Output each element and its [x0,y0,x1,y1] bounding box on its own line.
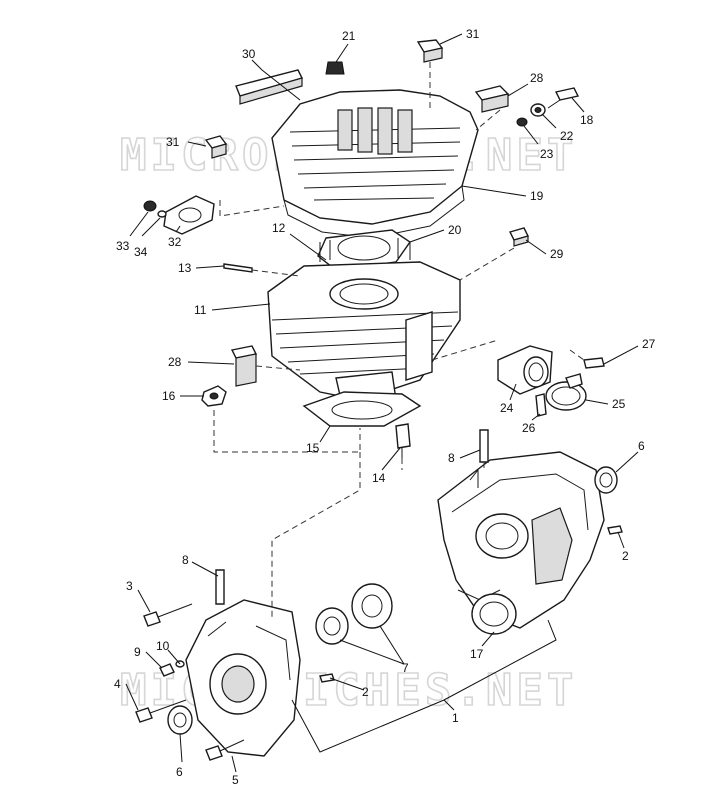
callout-2-right: 2 [622,549,629,563]
callout-31-top: 31 [466,27,480,41]
leader-lines [125,33,639,773]
callout-13: 13 [178,261,192,275]
callout-27: 27 [642,337,656,351]
callout-30: 30 [242,47,256,61]
fitting-14 [395,423,411,458]
stud-8-left [215,569,225,605]
exhaust-gasket [163,195,215,235]
nut-16 [201,385,227,407]
screw-18 [547,87,580,109]
callout-6-right: 6 [638,439,645,453]
callout-31-left: 31 [166,135,180,149]
callout-28-lower: 28 [168,355,182,369]
base-gasket [302,391,422,427]
stud-8-right [479,429,489,463]
nut-23 [516,117,528,127]
callout-6-left: 6 [176,765,183,779]
rubber-block-31-top [416,39,444,63]
rubber-block-31-left [204,135,228,159]
head-gasket [317,229,411,271]
callout-33: 33 [116,239,130,253]
bolt-3 [143,603,193,627]
rubber-block-29 [508,227,530,247]
stud-13 [223,263,253,273]
hose-clamp [545,373,587,411]
bolt-5 [205,739,245,761]
seal-6-right [594,466,618,494]
dowel-2-left [319,673,335,683]
callout-8-left: 8 [182,553,189,567]
bolt-27 [583,357,605,369]
intake-manifold [497,345,553,395]
callout-8-right: 8 [448,451,455,465]
nut-33 [143,200,157,212]
callout-18: 18 [580,113,594,127]
callout-17: 17 [470,647,484,661]
washer-34 [157,210,167,218]
bolt-9 [159,663,175,677]
rubber-block-28-top [474,85,510,113]
callout-24: 24 [500,401,514,415]
gasket-17 [471,593,517,635]
callout-32: 32 [168,235,182,249]
callout-29: 29 [550,247,564,261]
callout-22: 22 [560,129,574,143]
callout-2-lower: 2 [362,685,369,699]
callout-5: 5 [232,773,239,787]
fin-cover-strip [235,69,304,105]
callout-16: 16 [162,389,176,403]
rubber-block-28-lower [230,345,258,387]
seal-6-left [167,705,193,735]
callout-9: 9 [134,645,141,659]
callout-23: 23 [540,147,554,161]
screw-26 [535,393,547,417]
callout-12: 12 [272,221,286,235]
callout-7: 7 [402,661,409,675]
cap-nut [325,61,345,75]
callout-26: 26 [522,421,536,435]
dowel-2-right [607,525,623,535]
callout-4: 4 [114,677,121,691]
callout-19: 19 [530,189,544,203]
assembly-lines [213,62,585,620]
callout-labels: 30 21 31 28 18 22 23 31 19 33 34 32 12 2… [114,27,656,787]
bearings [315,583,393,645]
washer-22 [530,103,546,117]
bolt-4 [135,699,187,723]
crankcase-left-half [185,599,301,757]
callout-20: 20 [448,223,462,237]
callout-28-top: 28 [530,71,544,85]
callout-15: 15 [306,441,320,455]
callout-1: 1 [452,711,459,725]
cylinder-head [271,89,479,239]
callout-21: 21 [342,29,356,43]
callout-11: 11 [194,303,207,317]
crankcase-right-half [437,451,605,629]
callout-10: 10 [156,639,170,653]
callout-14: 14 [372,471,386,485]
callout-34: 34 [134,245,148,259]
callout-3: 3 [126,579,133,593]
callout-25: 25 [612,397,626,411]
